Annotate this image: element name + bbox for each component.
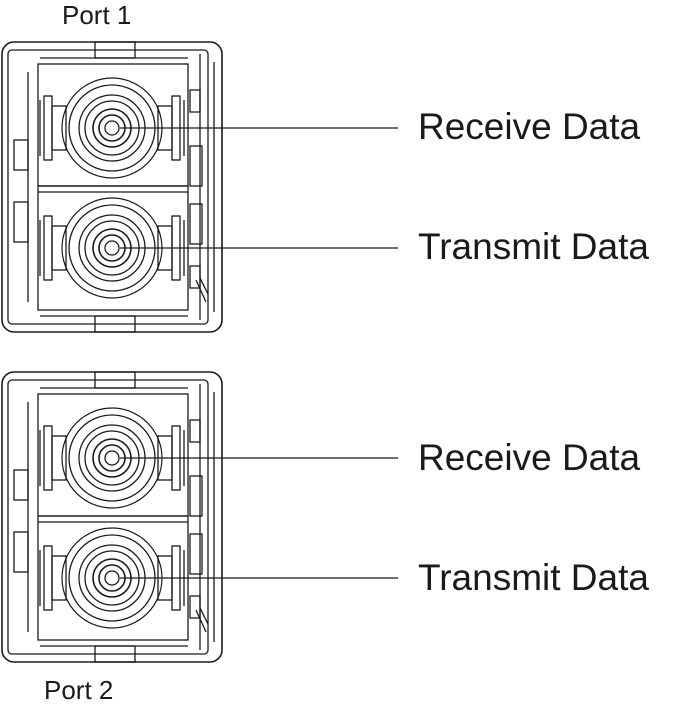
fiber-core [104, 450, 120, 466]
side-notch [13, 469, 29, 501]
side-notch [13, 201, 29, 243]
receptacle-cavity [37, 63, 189, 311]
port-1-receive-data-label: Receive Data [418, 106, 641, 147]
port-2-transmit-data-label: Transmit Data [418, 557, 649, 598]
right-clip [189, 475, 203, 517]
port-1-connector [1, 41, 223, 333]
latch-left-outer [43, 545, 53, 611]
latch-left-outer [43, 95, 53, 161]
port-1-label: Port 1 [62, 0, 132, 30]
right-clip [189, 145, 203, 187]
right-clip [189, 203, 203, 245]
port-frame [7, 49, 209, 325]
right-clip [189, 89, 201, 113]
side-notch [13, 139, 29, 171]
hatch [199, 277, 209, 295]
latch-left-inner [51, 105, 67, 151]
latch-left-outer [43, 425, 53, 491]
fiber-core [104, 570, 120, 586]
receptacle-cavity [37, 393, 189, 641]
fiber-core [104, 240, 120, 256]
right-clip [189, 595, 201, 619]
hatch [195, 609, 207, 633]
hatch [199, 607, 209, 625]
port-1-transmit-data-label: Transmit Data [418, 226, 649, 267]
latch-left-inner [51, 225, 67, 271]
right-clip [189, 265, 201, 289]
hatch [195, 279, 207, 303]
right-clip [189, 419, 201, 443]
callout-leader-lines [120, 127, 398, 579]
side-notch [13, 531, 29, 573]
port-frame [7, 379, 209, 655]
fiber-core [104, 120, 120, 136]
right-clip [189, 533, 203, 575]
port-2-connector [1, 371, 223, 663]
latch-left-outer [43, 215, 53, 281]
latch-left-inner [51, 435, 67, 481]
port-2-label: Port 2 [44, 675, 114, 705]
port-2-receive-data-label: Receive Data [418, 437, 641, 478]
latch-left-inner [51, 555, 67, 601]
